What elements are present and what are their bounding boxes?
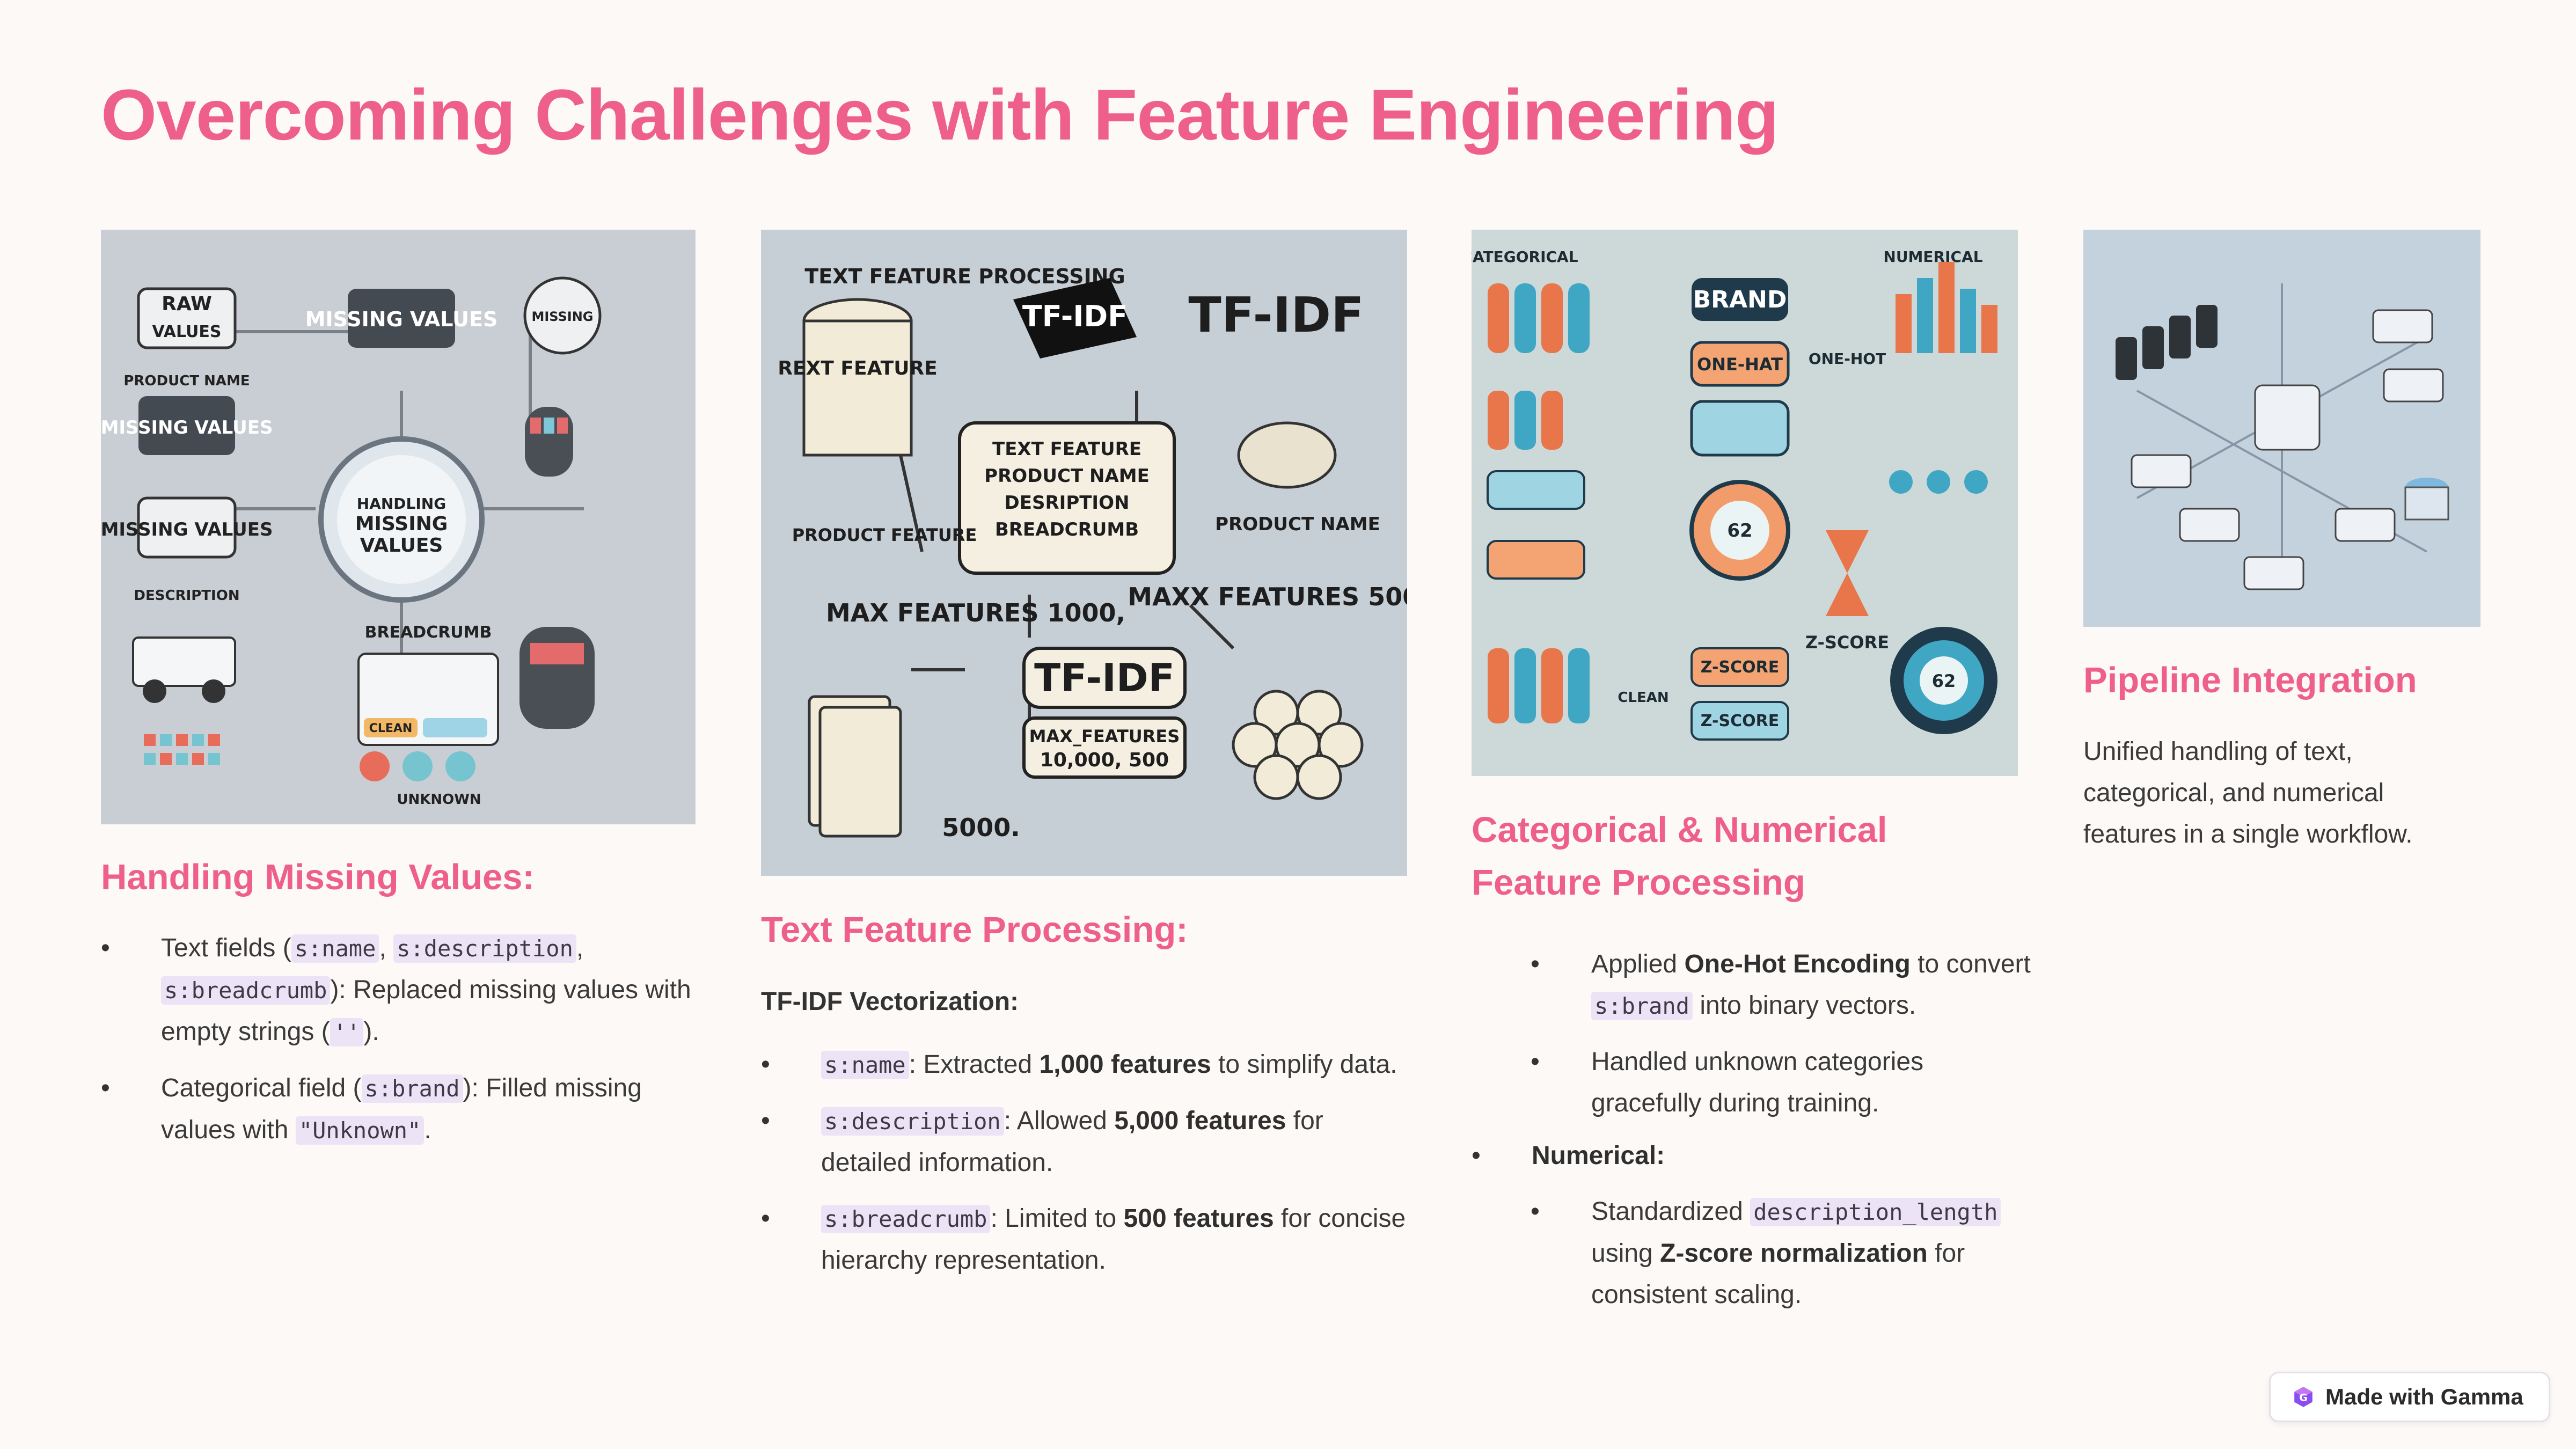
svg-text:PRODUCT NAME: PRODUCT NAME [123, 373, 250, 389]
svg-text:VALUES: VALUES [360, 535, 443, 557]
svg-text:62: 62 [1932, 671, 1956, 691]
svg-text:TEXT FEATURE PROCESSING: TEXT FEATURE PROCESSING [804, 265, 1125, 288]
list-item: s:description: Allowed 5,000 features fo… [761, 1100, 1410, 1183]
svg-text:TF-IDF: TF-IDF [1188, 287, 1364, 343]
svg-text:10,000, 500: 10,000, 500 [1040, 749, 1169, 771]
heading-categorical-numerical: Categorical & Numerical Feature Processi… [1472, 804, 2030, 909]
svg-text:ONE-HOT: ONE-HOT [1809, 350, 1886, 368]
svg-text:ONE-HAT: ONE-HAT [1697, 354, 1783, 375]
svg-text:REXT FEATURE: REXT FEATURE [778, 357, 938, 379]
heading-pipeline-integration: Pipeline Integration [2083, 660, 2417, 700]
list-item: s:breadcrumb: Limited to 500 features fo… [761, 1198, 1410, 1281]
svg-text:MAX FEATURES 1000,: MAX FEATURES 1000, [826, 598, 1125, 627]
list-item: Applied One-Hot Encoding to convert s:br… [1531, 943, 2040, 1027]
svg-text:MISSING: MISSING [355, 513, 448, 535]
svg-text:HANDLING: HANDLING [357, 495, 446, 513]
svg-text:MAXX FEATURES 5000,: MAXX FEATURES 5000, [1128, 582, 1407, 611]
svg-text:5000.: 5000. [942, 813, 1020, 842]
categorical-numerical-illustration: CATEGORICAL BRAND NUMERICAL ONE-HAT 62 Z… [1472, 230, 2018, 776]
svg-text:TEXT FEATURE: TEXT FEATURE [992, 438, 1141, 460]
gamma-logo-icon: G [2294, 1387, 2312, 1407]
svg-text:PRODUCT NAME: PRODUCT NAME [1215, 514, 1380, 535]
heading-line-1: Categorical & Numerical [1472, 810, 1887, 850]
svg-text:PRODUCT FEATURE: PRODUCT FEATURE [792, 525, 977, 545]
svg-text:Z-SCORE: Z-SCORE [1701, 712, 1779, 730]
numerical-label: Numerical: [1472, 1135, 2040, 1176]
pipeline-illustration [2083, 230, 2480, 627]
list-item: Standardized description_length using Z-… [1531, 1191, 2040, 1315]
svg-text:CATEGORICAL: CATEGORICAL [1472, 248, 1578, 266]
svg-text:BREADCRUMB: BREADCRUMB [365, 623, 492, 642]
svg-text:UNKNOWN: UNKNOWN [397, 792, 481, 808]
img1-label-raw: RAW [162, 293, 212, 315]
text-processing-body: TF-IDF Vectorization: s:name: Extracted … [761, 981, 1410, 1296]
svg-text:MISSING VALUES: MISSING VALUES [305, 308, 498, 331]
categorical-numerical-body: Applied One-Hot Encoding to convert s:br… [1472, 943, 2040, 1330]
svg-text:NUMERICAL: NUMERICAL [1883, 248, 1982, 266]
heading-line-2: Feature Processing [1472, 862, 1805, 903]
missing-values-illustration: RAW VALUES MISSING VALUES MISSING VALUES… [101, 230, 696, 824]
svg-text:TF-IDF: TF-IDF [1034, 655, 1175, 700]
heading-missing-values: Handling Missing Values: [101, 857, 535, 897]
page-title: Overcoming Challenges with Feature Engin… [101, 75, 1779, 155]
svg-text:VALUES: VALUES [152, 323, 222, 341]
svg-text:MAX_FEATURES: MAX_FEATURES [1029, 726, 1180, 747]
svg-text:62: 62 [1727, 520, 1752, 541]
svg-text:G: G [2299, 1392, 2308, 1403]
svg-text:Z-SCORE: Z-SCORE [1805, 632, 1889, 653]
svg-text:Z-SCORE: Z-SCORE [1701, 658, 1779, 677]
list-item: Text fields (s:name, s:description, s:br… [101, 927, 691, 1053]
list-item: Handled unknown categories gracefully du… [1531, 1041, 2040, 1124]
svg-text:BRAND: BRAND [1693, 286, 1787, 313]
pipeline-body: Unified handling of text, categorical, a… [2083, 737, 2413, 848]
list-item: Categorical field (s:brand): Filled miss… [101, 1067, 691, 1151]
svg-text:TF-IDF: TF-IDF [1022, 299, 1128, 333]
svg-text:CLEAN: CLEAN [1618, 690, 1668, 706]
svg-text:CLEAN: CLEAN [369, 722, 413, 735]
svg-text:MISSING VALUES: MISSING VALUES [101, 519, 273, 540]
svg-text:MISSING: MISSING [531, 309, 593, 324]
svg-text:DESRIPTION: DESRIPTION [1005, 492, 1130, 514]
missing-values-list: Text fields (s:name, s:description, s:br… [101, 927, 691, 1166]
list-item: s:name: Extracted 1,000 features to simp… [761, 1044, 1410, 1086]
tfidf-sublabel: TF-IDF Vectorization: [761, 987, 1019, 1016]
gamma-badge-label: Made with Gamma [2325, 1384, 2523, 1409]
svg-text:BREADCRUMB: BREADCRUMB [995, 519, 1139, 540]
heading-text-feature-processing: Text Feature Processing: [761, 910, 1188, 950]
svg-text:DESCRIPTION: DESCRIPTION [134, 588, 239, 604]
svg-text:PRODUCT NAME: PRODUCT NAME [984, 465, 1150, 487]
tfidf-illustration: TEXT FEATURE PROCESSING REXT FEATURE TF-… [761, 230, 1407, 876]
svg-text:MISSING VALUES: MISSING VALUES [101, 417, 273, 438]
made-with-gamma-badge[interactable]: G Made with Gamma [2269, 1372, 2550, 1422]
